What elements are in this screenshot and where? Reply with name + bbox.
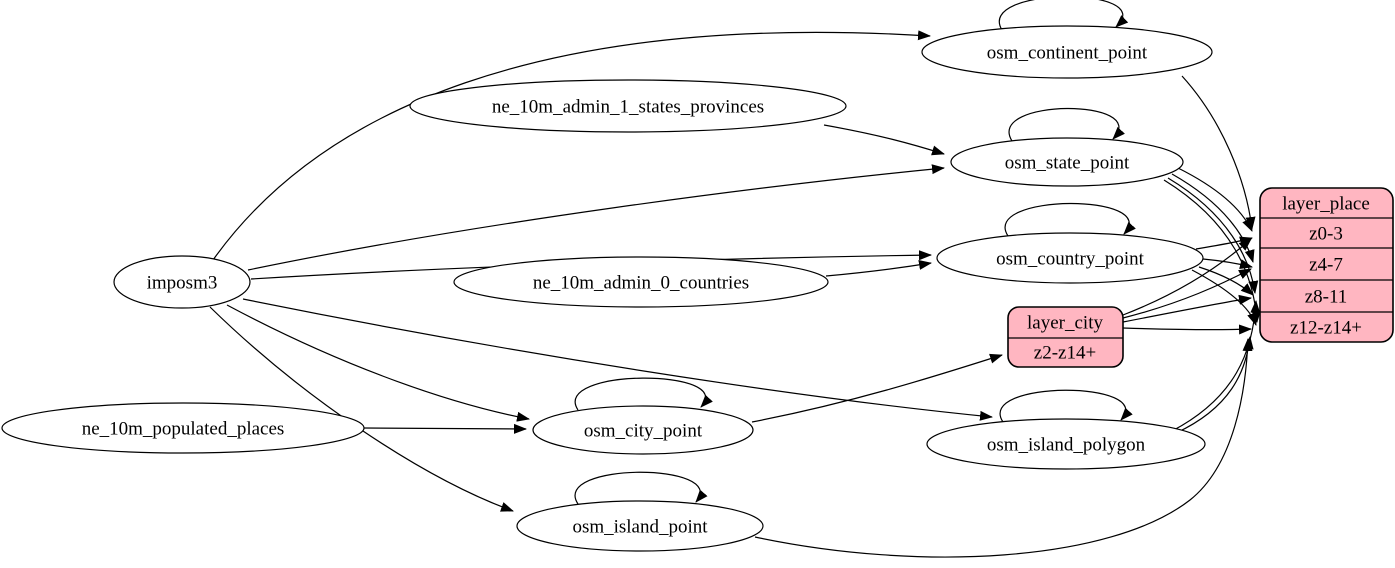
- node-layer-place: layer_place z0-3 z4-7 z8-11 z12-z14+: [1259, 187, 1394, 343]
- edge-layer-city-z0-3: [1122, 238, 1252, 316]
- edge-layer-city-z12-z14: [1122, 324, 1252, 335]
- imposm3-ellipse: [113, 255, 251, 309]
- osm-state-point-label: osm_state_point: [1005, 152, 1130, 173]
- node-osm-city-point: osm_city_point: [532, 405, 754, 455]
- ne-admin1-ellipse: [409, 79, 847, 133]
- osm-country-point-ellipse: [936, 232, 1204, 284]
- edge-imposm3-osm-city-point: [226, 304, 530, 422]
- layer-city-row-z2-z14: z2-z14+: [1034, 342, 1096, 363]
- imposm3-label: imposm3: [147, 272, 218, 293]
- node-layer-city: layer_city z2-z14+: [1007, 306, 1124, 368]
- edge-osm-state-point-self: [1008, 107, 1125, 142]
- osm-island-polygon-ellipse: [926, 418, 1206, 470]
- node-ne-10m-admin-1-states-provinces: ne_10m_admin_1_states_provinces: [409, 79, 847, 133]
- osm-island-point-ellipse: [516, 500, 764, 552]
- layer-place-row-z8-11: z8-11: [1305, 286, 1348, 307]
- edge-imposm3-osm-island-polygon: [242, 298, 993, 421]
- layer-place-row-z4-7: z4-7: [1309, 254, 1343, 275]
- edge-osm-island-point-self: [574, 471, 708, 505]
- edge-osm-country-point-z4-7: [1202, 258, 1253, 269]
- node-osm-island-polygon: osm_island_polygon: [926, 418, 1206, 470]
- edge-osm-country-point-z12-z14: [1191, 269, 1257, 326]
- osm-city-point-label: osm_city_point: [584, 420, 703, 441]
- edge-osm-island-polygon-z8-11: [1171, 300, 1261, 432]
- edge-osm-state-point-z4-7: [1171, 173, 1255, 263]
- node-ne-10m-populated-places: ne_10m_populated_places: [1, 402, 365, 454]
- edge-osm-country-point-self: [1004, 202, 1136, 237]
- layer-city-rect: [1007, 306, 1124, 368]
- node-imposm3: imposm3: [113, 255, 251, 309]
- edge-osm-city-point-layer-city: [751, 353, 1003, 423]
- edge-osm-continent-point-z0-3: [1181, 75, 1256, 230]
- layer-place-rect: [1259, 187, 1394, 343]
- edges: [209, 0, 1262, 558]
- node-osm-island-point: osm_island_point: [516, 500, 764, 552]
- edge-ne-admin1-osm-state-point: [823, 124, 945, 156]
- ne-admin1-label: ne_10m_admin_1_states_provinces: [492, 96, 764, 117]
- edge-layer-city-z4-7: [1122, 268, 1252, 319]
- node-osm-country-point: osm_country_point: [936, 232, 1204, 284]
- edge-osm-country-point-z0-3: [1195, 236, 1253, 250]
- osm-state-point-ellipse: [950, 137, 1184, 187]
- node-ne-10m-admin-0-countries: ne_10m_admin_0_countries: [453, 256, 829, 308]
- edge-osm-city-point-self: [574, 377, 713, 411]
- node-osm-continent-point: osm_continent_point: [921, 25, 1213, 79]
- osm-city-point-ellipse: [532, 405, 754, 455]
- osm-continent-point-ellipse: [921, 25, 1213, 79]
- node-osm-state-point: osm_state_point: [950, 137, 1184, 187]
- osm-island-polygon-label: osm_island_polygon: [987, 434, 1146, 455]
- edge-imposm3-osm-state-point: [247, 164, 945, 271]
- osm-country-point-label: osm_country_point: [996, 248, 1144, 269]
- layer-place-row-z12-z14: z12-z14+: [1290, 317, 1362, 338]
- ne-populated-places-ellipse: [1, 402, 365, 454]
- ne-admin0-label: ne_10m_admin_0_countries: [533, 272, 749, 293]
- edge-osm-island-polygon-z12-z14: [1175, 336, 1254, 434]
- layer-city-title: layer_city: [1027, 312, 1103, 333]
- osm-continent-point-label: osm_continent_point: [987, 42, 1148, 63]
- edge-osm-island-polygon-self: [999, 389, 1133, 423]
- layer-place-title: layer_place: [1282, 193, 1370, 214]
- ne-populated-places-label: ne_10m_populated_places: [82, 418, 285, 439]
- edge-imposm3-osm-continent-point: [212, 30, 931, 261]
- edge-ne-admin0-osm-country-point: [825, 259, 932, 277]
- edge-osm-country-point-z8-11: [1198, 266, 1254, 296]
- ne-admin0-ellipse: [453, 256, 829, 308]
- edge-osm-island-point-z12-z14: [754, 338, 1253, 558]
- edge-osm-state-point-z8-11: [1167, 177, 1259, 294]
- edge-layer-city-z8-11: [1122, 294, 1252, 323]
- osm-island-point-label: osm_island_point: [572, 516, 708, 537]
- layer-place-row-z0-3: z0-3: [1309, 223, 1343, 244]
- edge-osm-continent-point-self: [998, 0, 1129, 31]
- edge-ne-populated-places-osm-city-point: [363, 423, 527, 434]
